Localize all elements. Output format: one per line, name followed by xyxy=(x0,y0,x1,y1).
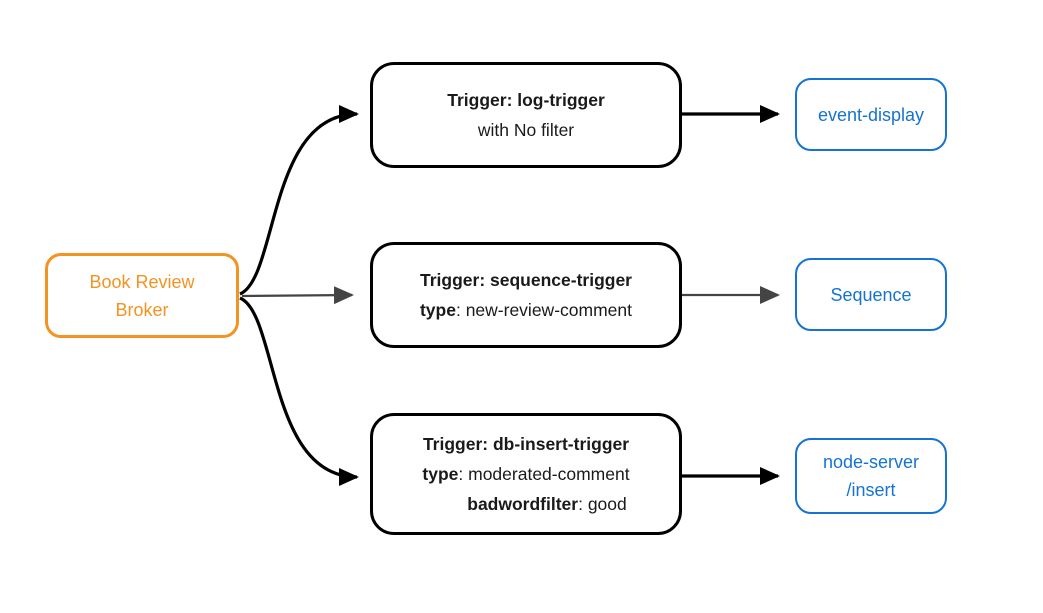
trigger-sequence-attr: type: new-review-comment xyxy=(420,295,632,325)
node-sink-node-server-insert: node-server /insert xyxy=(795,438,947,514)
trigger-db-insert-attr-badwordfilter-value: : good xyxy=(578,494,627,514)
node-broker: Book Review Broker xyxy=(45,253,239,338)
trigger-db-insert-attr-type: type: moderated-comment xyxy=(422,459,629,489)
trigger-db-insert-attr-type-key: type xyxy=(422,464,459,484)
trigger-db-insert-title: Trigger: db-insert-trigger xyxy=(422,434,630,454)
node-trigger-db-insert: Trigger: db-insert-trigger type: moderat… xyxy=(370,413,682,535)
trigger-db-insert-attr-type-value: : moderated-comment xyxy=(458,464,630,484)
trigger-sequence-attr-value: : new-review-comment xyxy=(455,300,632,320)
sink-event-display-label: event-display xyxy=(817,104,925,125)
sink-sequence-label: Sequence xyxy=(830,284,912,305)
node-sink-sequence: Sequence xyxy=(795,258,947,331)
broker-label-line1: Book Review xyxy=(89,271,195,292)
trigger-db-insert-attr-badwordfilter: badwordfilter: good xyxy=(467,489,627,519)
broker-label-line2: Broker xyxy=(115,299,169,320)
edge-broker-to-log-trigger xyxy=(239,105,359,296)
trigger-db-insert-attr-badwordfilter-key: badwordfilter xyxy=(467,494,579,514)
sink-node-server-label-line2: /insert xyxy=(846,480,896,500)
sink-node-server-label-line1: node-server xyxy=(822,452,920,472)
edge-broker-to-sequence-trigger xyxy=(241,286,354,305)
trigger-sequence-attr-key: type xyxy=(419,300,456,320)
edge-broker-to-db-insert-trigger xyxy=(239,296,359,486)
trigger-sequence-title: Trigger: sequence-trigger xyxy=(420,270,632,290)
node-trigger-log: Trigger: log-trigger with No filter xyxy=(370,62,682,168)
trigger-log-title: Trigger: log-trigger xyxy=(447,90,605,110)
node-sink-event-display: event-display xyxy=(795,78,947,151)
node-trigger-sequence: Trigger: sequence-trigger type: new-revi… xyxy=(370,242,682,348)
trigger-log-filter-note: with No filter xyxy=(477,120,575,140)
